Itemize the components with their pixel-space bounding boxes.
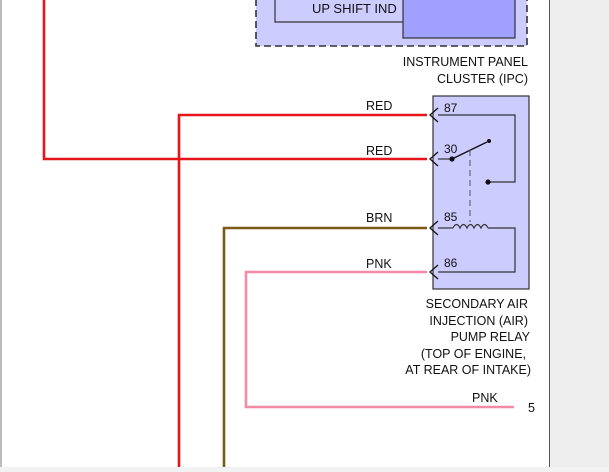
red-wire-pin30	[42, 0, 427, 161]
ipc-indicator-lamp	[402, 0, 516, 39]
coil-lead-86	[438, 227, 516, 273]
ipc-caption-line2: CLUSTER (IPC)	[437, 72, 528, 86]
wire-label-pin85: BRN	[366, 211, 392, 225]
relay-body	[432, 95, 530, 290]
wire-label-pin30: RED	[366, 144, 392, 158]
page-margin	[550, 0, 609, 467]
red-wire-pin87	[177, 113, 427, 467]
relay-caption-line5: AT REAR OF INTAKE)	[405, 363, 531, 377]
bottom-wire-label: PNK	[472, 391, 498, 405]
pin86-connector-icon	[429, 264, 439, 280]
wire-label-pin87: RED	[366, 99, 392, 113]
relay-caption-line4: (TOP OF ENGINE,	[421, 347, 526, 361]
relay-contact-87-line	[438, 114, 516, 183]
pin87-number: 87	[444, 101, 458, 115]
pin85-number: 85	[444, 210, 458, 224]
brown-wire-pin85	[222, 226, 427, 467]
relay-switch-tip	[487, 139, 491, 143]
wires	[42, 0, 514, 467]
relay-caption-line1: SECONDARY AIR	[426, 297, 528, 311]
relay-fixed-contact	[485, 179, 491, 185]
bottom-wire-reference: 5	[528, 401, 535, 415]
ipc-indicator-label: UP SHIFT IND	[312, 1, 397, 16]
ipc-internal-line	[274, 0, 403, 23]
wire-label-pin86: PNK	[366, 257, 392, 271]
relay-caption-line3: PUMP RELAY	[451, 330, 531, 344]
instrument-panel-cluster: UP SHIFT IND INSTRUMENT PANEL CLUSTER (I…	[255, 0, 528, 86]
pin30-number: 30	[444, 142, 458, 156]
pin86-number: 86	[444, 256, 458, 270]
relay-coil-icon	[452, 223, 489, 230]
relay-caption-line2: INJECTION (AIR)	[429, 314, 528, 328]
air-pump-relay: 87 30 85 86	[429, 95, 530, 290]
pin85-connector-icon	[429, 220, 439, 236]
pink-wire-pin86	[244, 270, 514, 409]
pin87-connector-icon	[429, 107, 439, 123]
ipc-caption-line1: INSTRUMENT PANEL	[403, 55, 528, 69]
pin30-connector-icon	[429, 151, 439, 167]
